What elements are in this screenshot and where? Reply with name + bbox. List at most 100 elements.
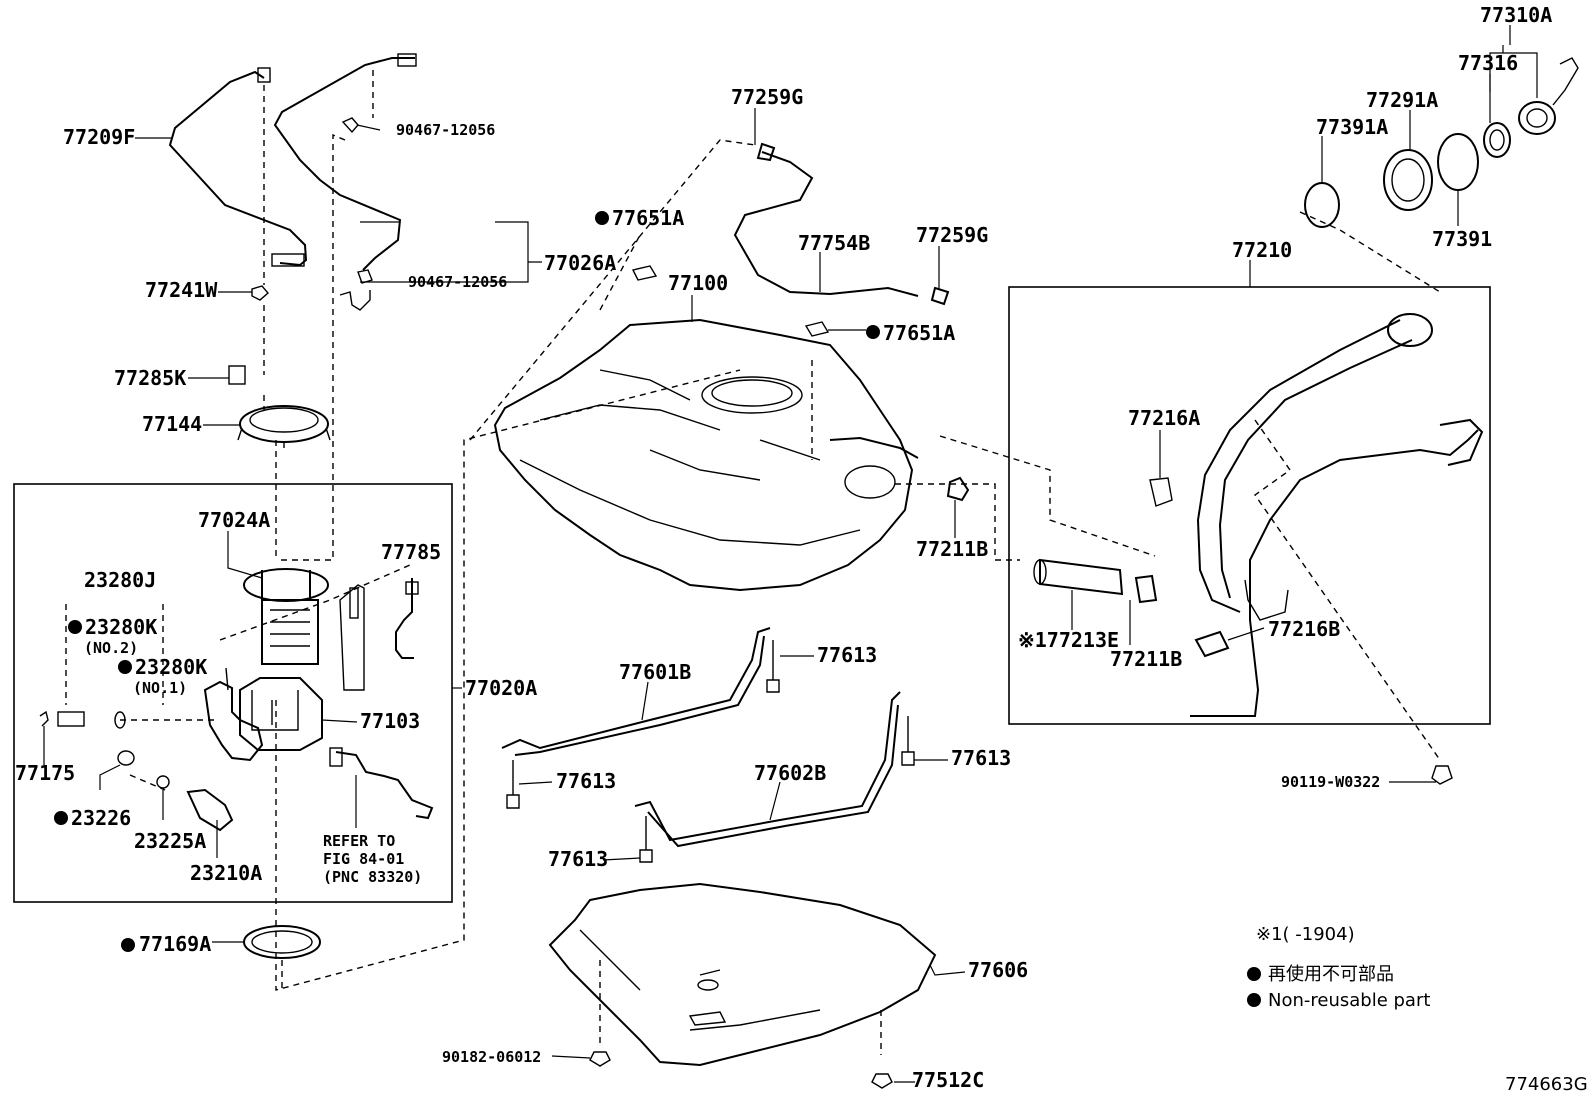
part-77285K [228,365,246,385]
note-range: ※1( -1904) [1256,924,1355,945]
pump-bracket-77103 [239,677,323,751]
label-90467-mid: 90467-12056 [408,273,507,291]
label-77651A-top: 77651A [612,206,684,230]
label-77391: 77391 [1432,227,1492,251]
label-77026A: 77026A [544,251,616,275]
label-77316: 77316 [1458,51,1518,75]
label-77211B-a: 77211B [916,537,988,561]
harness-connector [329,747,343,767]
connector-77026A-top [397,53,417,67]
strap-77601B-edge [514,635,765,756]
strap-77602B [634,691,901,842]
label-23280K-no2: 23280K [85,615,157,639]
label-23280K-no2-sub: (NO.2) [84,639,138,657]
fuel-tank-77100 [493,318,919,592]
label-77213E: ※177213E [1018,628,1119,652]
hose-77213E [1033,558,1124,596]
protector-77606 [548,882,937,1067]
oring-77391 [1437,133,1479,191]
legend: ※1( -1904) 再使用不可部品 Non-reusable part 774… [1256,924,1588,1095]
label-77512C: 77512C [912,1068,984,1092]
filler-pipe-77210 [1190,313,1484,717]
label-77144: 77144 [142,412,202,436]
label-90119: 90119-W0322 [1281,773,1380,791]
sender-gauge-77785 [395,578,414,659]
label-77209F: 77209F [63,125,135,149]
clamp-77211B-b [1134,574,1158,604]
gasket-77316 [1483,122,1511,158]
dot-23280K-no2 [68,620,82,634]
label-77259G-top: 77259G [731,85,803,109]
connector-77209F-bottom [271,253,305,267]
non-reusable-markers [54,211,1261,1007]
bolt-77613-c [901,716,915,766]
filler-pipe-assembly-box [1008,286,1491,725]
clip-77026A [339,290,371,311]
clamp-77241W [251,285,269,301]
fuel-cap-77310A [1518,57,1579,135]
oring-77391A [1304,182,1340,228]
label-77391A: 77391A [1316,115,1388,139]
label-77613-b: 77613 [556,769,616,793]
vent-hose-77754B [733,151,919,297]
label-77651A-mid: 77651A [883,321,955,345]
wiring-harness-ref [335,751,434,820]
legend-en-text: Non-reusable part [1268,990,1430,1011]
bolt-77613-a [766,640,780,693]
gasket-77169A [243,925,321,959]
leader-lines [43,25,1511,1083]
nut-90182 [589,1051,611,1067]
dot-77651A-mid [866,325,880,339]
clamp-90467-mid [357,269,373,284]
legend-dot-jp [1247,967,1261,981]
label-77754B: 77754B [798,231,870,255]
label-77216A: 77216A [1128,406,1200,430]
label-77024A: 77024A [198,508,270,532]
label-77606: 77606 [968,958,1028,982]
label-77103: 77103 [360,709,420,733]
legend-jp-text: 再使用不可部品 [1268,964,1394,985]
label-refer-line1: REFER TO [323,832,395,850]
fuel-pump-module-77024A [243,568,365,691]
label-77259G-right: 77259G [916,223,988,247]
figure-id: 774663G [1505,1074,1588,1095]
legend-dot-en [1247,993,1261,1007]
bracket-77216A [1149,477,1173,507]
clamp-90467-top [341,117,359,134]
pad-77651A-top [631,265,658,281]
label-23225A: 23225A [134,829,206,853]
label-77169A: 77169A [139,932,211,956]
bolt-77613-d [639,816,653,863]
dot-23280K-no1 [118,660,132,674]
label-77175: 77175 [15,761,75,785]
label-90467-top: 90467-12056 [396,121,495,139]
dot-23226 [54,811,68,825]
label-77211B-b: 77211B [1110,647,1182,671]
oring-23280K-no1 [114,711,126,729]
label-23280K-no1-sub: (NO.1) [133,679,187,697]
label-77241W: 77241W [145,278,218,302]
dot-77169A [121,938,135,952]
label-23280J: 23280J [84,568,156,592]
label-23280K-no1: 23280K [135,655,207,679]
inlet-77291A [1383,149,1433,211]
label-23226: 23226 [71,806,131,830]
fuel-pump-assembly-box [13,483,453,903]
strap-77602B-edge [647,704,899,848]
dot-77651A-top [595,211,609,225]
label-77613-a: 77613 [817,643,877,667]
bolt-90119 [1431,765,1453,785]
label-77602B: 77602B [754,761,826,785]
label-refer-line3: (PNC 83320) [323,868,422,886]
clamp-77259G-top [756,142,776,162]
pad-77651A-mid [804,321,830,337]
label-77601B: 77601B [619,660,691,684]
clamp-77216B [1194,630,1230,658]
vent-line-77026A [273,57,415,271]
clip-77175 [39,710,49,727]
bracket-77310A [1489,45,1538,98]
label-77613-d: 77613 [548,847,608,871]
clamp-77211B-a [946,476,970,502]
